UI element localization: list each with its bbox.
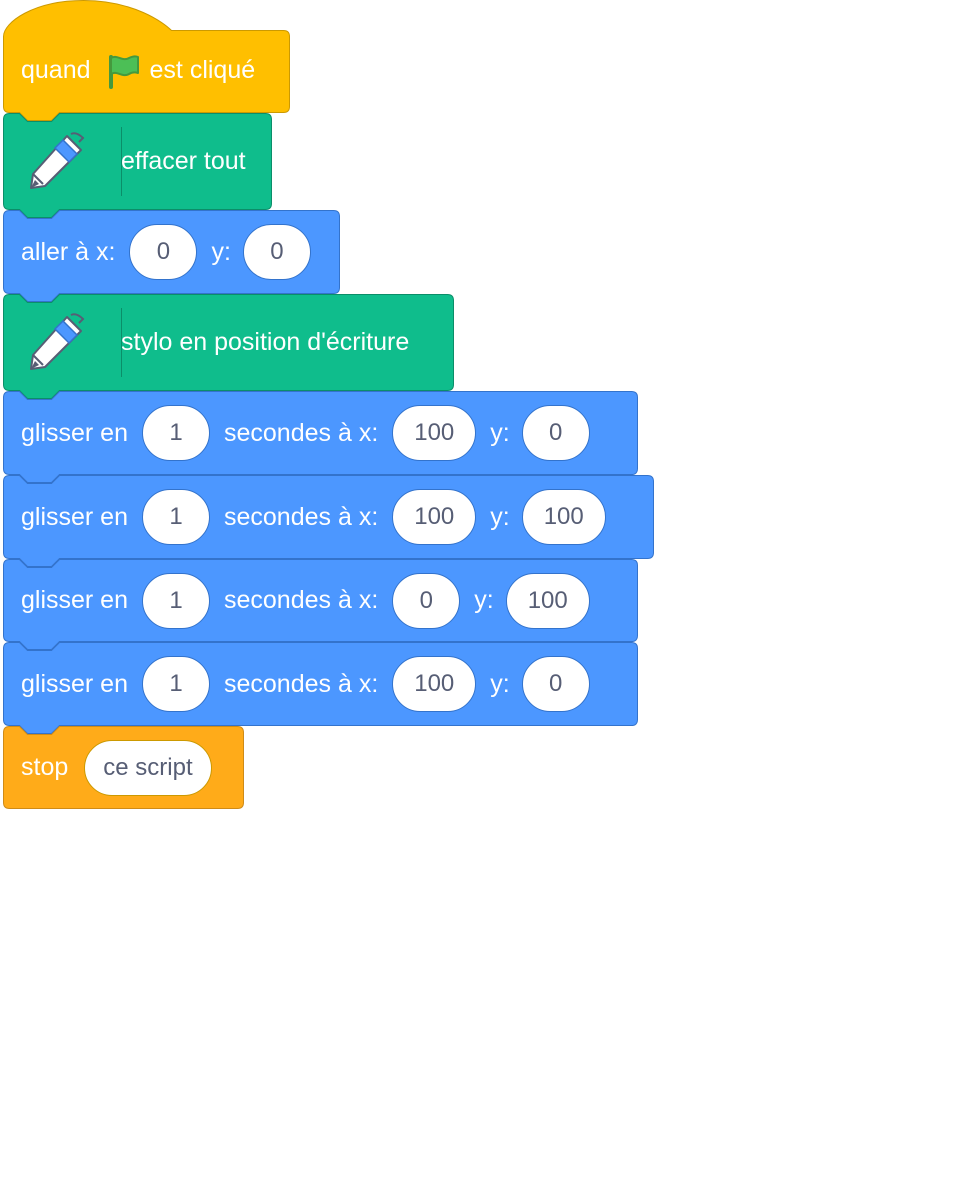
glide-block[interactable]: glisser en 1 secondes à x: 0 y: 100 — [3, 559, 638, 650]
block-label: secondes à x: — [224, 502, 379, 531]
block-label: glisser en — [21, 502, 128, 531]
stop-block[interactable]: stop ce script — [3, 726, 244, 809]
block-shape — [3, 294, 454, 399]
glide-block[interactable]: glisser en 1 secondes à x: 100 y: 0 — [3, 391, 638, 483]
block-label: secondes à x: — [224, 669, 379, 698]
block-label: y: — [490, 669, 510, 698]
glide-block[interactable]: glisser en 1 secondes à x: 100 y: 100 — [3, 475, 654, 567]
glide-block[interactable]: glisser en 1 secondes à x: 100 y: 0 — [3, 642, 638, 734]
seconds-input[interactable]: 1 — [142, 489, 210, 545]
block-label: effacer tout — [121, 147, 246, 175]
pen-icon — [23, 294, 107, 391]
block-label: quand — [21, 56, 91, 84]
block-label: secondes à x: — [224, 586, 379, 614]
block-label: y: — [211, 237, 231, 266]
x-input[interactable]: 100 — [392, 489, 477, 545]
y-input[interactable]: 0 — [242, 224, 311, 280]
seconds-input[interactable]: 1 — [142, 572, 210, 629]
pen-down-block[interactable]: stylo en position d'écriture — [3, 294, 454, 399]
pen-icon — [23, 113, 107, 210]
pen-clear-block[interactable]: effacer tout — [3, 113, 272, 218]
block-label: est cliqué — [149, 56, 256, 84]
icon-divider — [121, 308, 122, 377]
block-label: y: — [490, 502, 510, 531]
x-input[interactable]: 0 — [392, 572, 461, 629]
block-label: glisser en — [21, 586, 128, 614]
y-input[interactable]: 0 — [521, 656, 590, 712]
block-label: aller à x: — [21, 237, 116, 266]
goto-xy-block[interactable]: aller à x: 0 y: 0 — [3, 210, 340, 302]
x-input[interactable]: 0 — [129, 224, 198, 280]
block-outline — [3, 0, 290, 121]
block-label: glisser en — [21, 669, 128, 698]
block-label: y: — [474, 586, 494, 614]
block-label: glisser en — [21, 418, 128, 447]
y-input[interactable]: 0 — [521, 405, 590, 461]
when-flag-clicked-block[interactable]: quand est cliqué — [3, 0, 290, 121]
x-input[interactable]: 100 — [392, 405, 477, 461]
block-label: y: — [490, 418, 510, 447]
block-shape — [3, 0, 290, 121]
block-outline — [3, 294, 454, 399]
seconds-input[interactable]: 1 — [142, 405, 210, 461]
seconds-input[interactable]: 1 — [142, 656, 210, 712]
block-label: secondes à x: — [224, 418, 379, 447]
y-input[interactable]: 100 — [521, 489, 606, 545]
block-label: stylo en position d'écriture — [121, 328, 410, 356]
stop-option-dropdown[interactable]: ce script — [84, 739, 212, 796]
y-input[interactable]: 100 — [505, 572, 590, 629]
x-input[interactable]: 100 — [392, 656, 477, 712]
green-flag-icon — [105, 53, 141, 89]
block-label: stop — [21, 753, 69, 781]
icon-divider — [121, 127, 122, 196]
